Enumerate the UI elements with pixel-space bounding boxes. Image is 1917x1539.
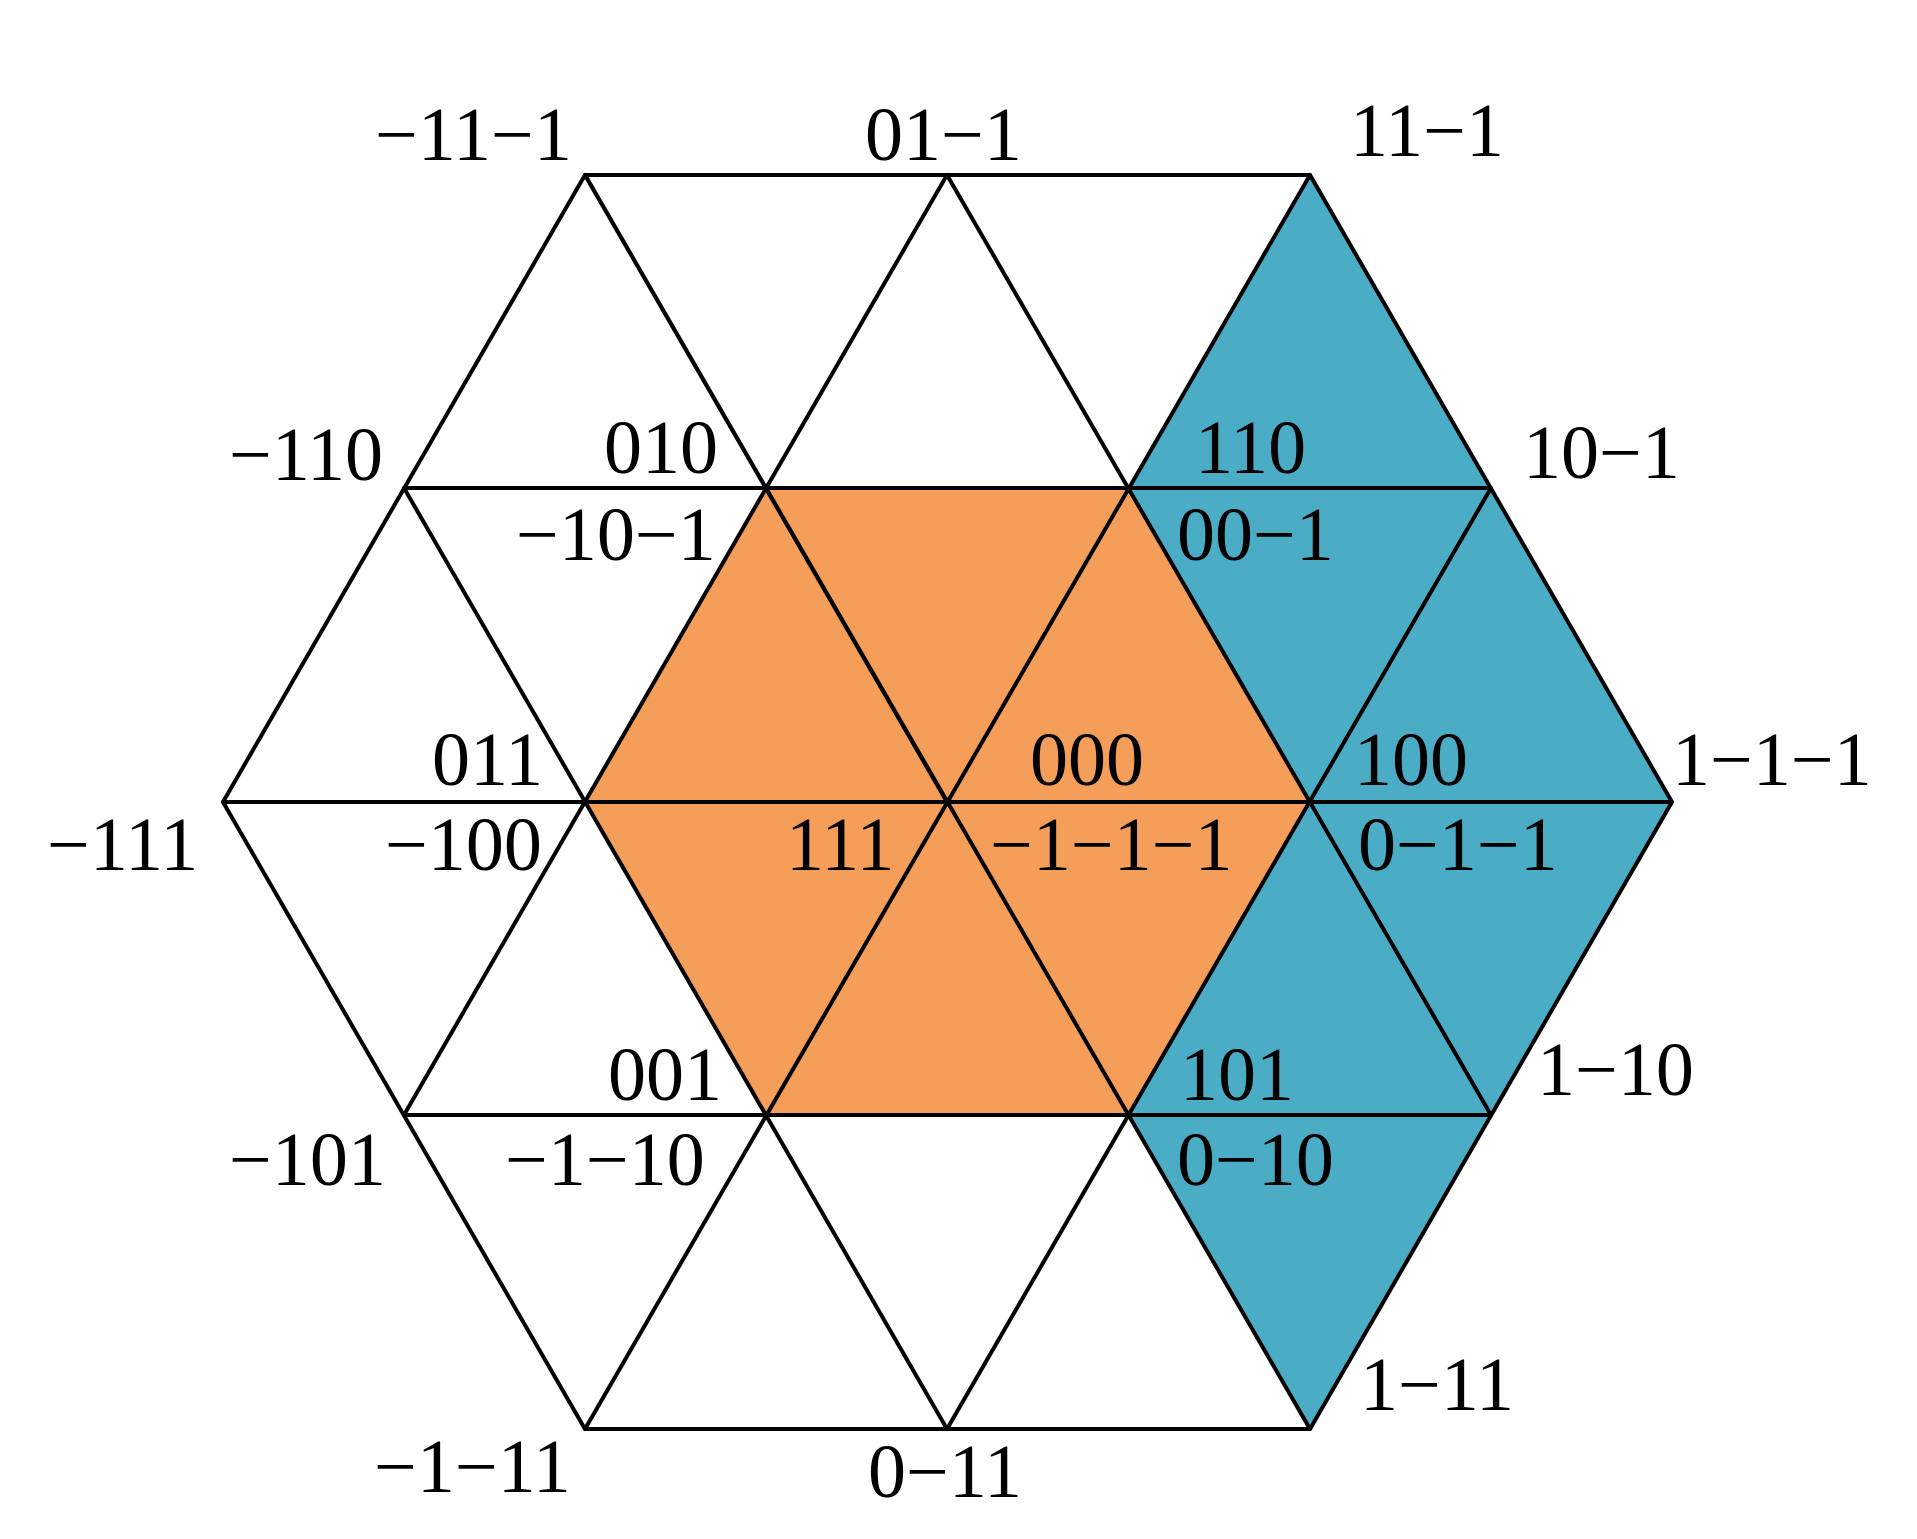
vertex-label: 11−1: [1350, 89, 1504, 173]
vertex-label: 1−10: [1537, 1028, 1694, 1112]
vertex-label: −1−10: [505, 1118, 705, 1202]
vertex-label: 010: [604, 406, 718, 490]
vertex-label: 111: [786, 803, 894, 887]
vertex-label: −1−11: [374, 1425, 571, 1509]
vertex-label: −1−1−1: [990, 803, 1233, 887]
vertex-labels: −11−1 01−1 11−1 −110 010 −10−1 110 00−1 …: [47, 89, 1872, 1514]
grid-line: [945, 173, 1493, 1117]
vertex-label: −10−1: [516, 493, 716, 577]
vertex-label: 0−10: [1177, 1118, 1334, 1202]
vertex-label: −11−1: [375, 93, 572, 177]
vertex-label: 001: [608, 1033, 722, 1117]
vertex-label: 110: [1195, 406, 1306, 490]
vertex-label: 0−11: [868, 1430, 1022, 1514]
vertex-label: 011: [432, 718, 543, 802]
vertex-label: 00−1: [1177, 493, 1334, 577]
vertex-label: 100: [1354, 718, 1468, 802]
grid-line: [402, 173, 949, 1117]
vertex-label: −110: [229, 413, 383, 497]
vertex-label: −111: [47, 803, 198, 887]
vertex-label: 01−1: [865, 93, 1022, 177]
grid-line: [1308, 173, 1674, 804]
grid-line: [402, 486, 949, 1431]
vertex-label: 000: [1030, 718, 1144, 802]
vertex-label: 10−1: [1523, 411, 1680, 495]
vertex-label: 101: [1180, 1033, 1294, 1117]
vertex-label: −100: [385, 803, 542, 887]
vertex-label: 1−1−1: [1672, 718, 1872, 802]
grid-line: [221, 800, 587, 1431]
grid-line: [945, 486, 1493, 1431]
grid-line: [583, 173, 1312, 1431]
triangle-grid: [221, 173, 1674, 1431]
vertex-label: 0−1−1: [1358, 803, 1558, 887]
vertex-label: 1−11: [1360, 1343, 1514, 1427]
vertex-label: −101: [229, 1118, 386, 1202]
